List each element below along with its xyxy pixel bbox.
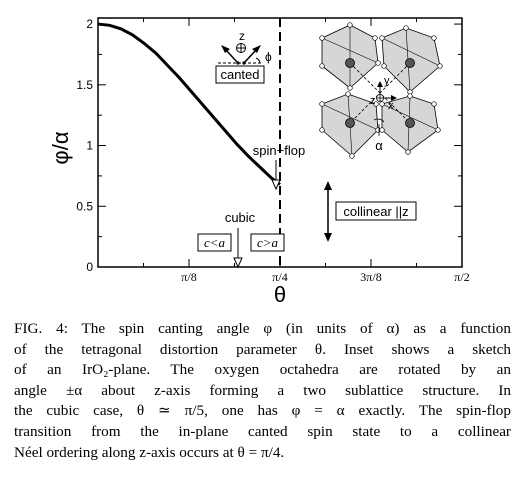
inset-alpha-arc — [373, 118, 385, 123]
ir-atom-2 — [405, 58, 415, 68]
phi-alpha-figure: 0 0.5 1 1.5 2 π/8 π/4 3π/8 π/2 φ/α θ spin−flop c… — [48, 17, 470, 307]
y-tick-label: 1 — [86, 139, 93, 153]
inset-y-label: y — [384, 75, 390, 87]
x-axis-label: θ — [274, 282, 286, 307]
inset-alpha-label: α — [375, 138, 383, 153]
caption-line: of the tetragonal distortion parameter θ… — [14, 340, 511, 358]
canted-spin-left — [224, 48, 239, 64]
caption-line: transition from the in-plane canted spin… — [14, 422, 511, 440]
c-gt-a-label: c>a — [257, 235, 279, 250]
y-axis-label: φ/α — [48, 131, 73, 164]
spin-flop-label: spin−flop — [253, 143, 305, 158]
c-lt-a-label: c<a — [204, 235, 226, 250]
collinear-box — [335, 201, 417, 221]
caption-line: the cubic case, θ ≃ π/5, one has φ = α e… — [14, 402, 511, 420]
collinear-arrowhead-up — [324, 181, 332, 190]
canted-phi-label: ϕ — [265, 50, 272, 64]
x-tick-label: π/2 — [454, 270, 469, 284]
canted-z-label: z — [239, 29, 245, 43]
figure-caption: FIG. 4: The spin canting angle φ (in uni… — [14, 319, 511, 463]
inset-x-label: x — [388, 100, 394, 112]
collinear-arrowhead-down — [324, 233, 332, 242]
x-tick-label: 3π/8 — [360, 270, 381, 284]
iro2-plane-inset: y x z α — [319, 22, 443, 159]
collinear-label: collinear ||z — [343, 204, 408, 219]
c-gt-a-box — [250, 233, 285, 252]
cubic-arrowhead — [233, 257, 243, 269]
canted-spin-right-arrowhead — [252, 45, 261, 53]
ir-atom-4 — [405, 118, 415, 128]
canted-angle-arc — [255, 57, 261, 64]
caption-line: angle ±α about z-axis forming a two subl… — [14, 381, 511, 399]
caption-line: FIG. 4: The spin canting angle φ (in uni… — [14, 320, 511, 337]
y-tick-label: 0.5 — [76, 199, 93, 213]
cubic-label: cubic — [225, 210, 256, 225]
y-tick-label: 0 — [86, 260, 93, 274]
canted-label: canted — [220, 67, 259, 82]
spin-flop-arrowhead — [271, 179, 281, 191]
c-lt-a-box — [197, 233, 232, 252]
caption-line: of an IrO₂-plane. The oxygen octahedra a… — [14, 361, 511, 379]
inset-z-label: z — [370, 95, 376, 107]
phi-curve — [97, 22, 281, 186]
x-tick-label: π/8 — [181, 270, 196, 284]
y-tick-label: 1.5 — [76, 78, 93, 92]
canted-spin-right — [243, 48, 258, 64]
x-tick-label: π/4 — [272, 270, 287, 284]
ir-atom-3 — [345, 118, 355, 128]
y-tick-label: 2 — [86, 17, 93, 31]
ir-atom-1 — [345, 58, 355, 68]
canted-spin-left-arrowhead — [221, 45, 230, 53]
caption-line: Néel ordering along z-axis occurs at θ =… — [14, 443, 285, 461]
canted-box — [215, 65, 265, 84]
